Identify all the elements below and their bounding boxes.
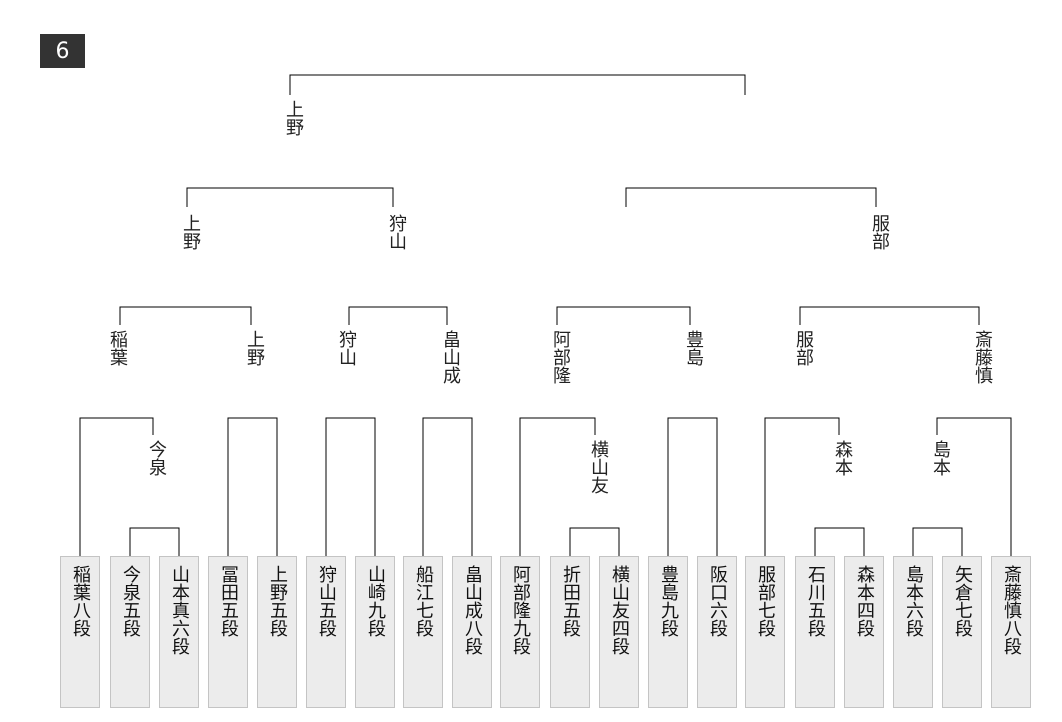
player-box-10: 阿部隆九段 — [500, 556, 540, 708]
r16-winner-4: 島本 — [930, 440, 951, 476]
bracket-line-r1-2 — [569, 527, 620, 556]
bracket-line-r16-5 — [519, 417, 596, 556]
player-box-9: 畠山成八段 — [452, 556, 492, 708]
player-box-3: 山本真六段 — [159, 556, 199, 708]
player-box-18: 島本六段 — [893, 556, 933, 708]
player-name: 上野五段 — [267, 565, 288, 637]
player-name: 船江七段 — [413, 565, 434, 637]
player-name: 狩山五段 — [316, 565, 337, 637]
player-box-15: 服部七段 — [745, 556, 785, 708]
player-name: 豊島九段 — [658, 565, 679, 637]
semi-winner-4: 服部 — [869, 214, 890, 250]
player-name: 島本六段 — [903, 565, 924, 637]
player-box-12: 横山友四段 — [599, 556, 639, 708]
player-box-4: 冨田五段 — [208, 556, 248, 708]
qf-winner-8: 斎藤慎 — [972, 330, 993, 384]
bracket-line-r1-3 — [814, 527, 865, 556]
player-box-11: 折田五段 — [550, 556, 590, 708]
bracket-line-semi-right — [625, 187, 877, 207]
player-name: 石川五段 — [805, 565, 826, 637]
final-left-winner: 上野 — [283, 100, 304, 136]
bracket-line-r16-8 — [936, 417, 1012, 556]
qf-winner-5: 阿部隆 — [550, 330, 571, 384]
bracket-line-semi-left — [186, 187, 394, 207]
player-box-6: 狩山五段 — [306, 556, 346, 708]
bracket-line-r16-2 — [227, 417, 278, 556]
semi-winner-1: 上野 — [180, 214, 201, 250]
bracket-line-r1-4 — [912, 527, 963, 556]
bracket-line-r1-1 — [129, 527, 180, 556]
semi-winner-2: 狩山 — [386, 214, 407, 250]
player-box-19: 矢倉七段 — [942, 556, 982, 708]
player-box-13: 豊島九段 — [648, 556, 688, 708]
bracket-line-qf-4 — [799, 306, 980, 325]
bracket-line-qf-1 — [119, 306, 252, 325]
bracket-line-qf-3 — [556, 306, 691, 325]
bracket-line-qf-2 — [348, 306, 448, 325]
player-name: 冨田五段 — [218, 565, 239, 637]
player-box-7: 山崎九段 — [355, 556, 395, 708]
bracket-number-badge: 6 — [40, 34, 85, 68]
player-box-1: 稲葉八段 — [60, 556, 100, 708]
qf-winner-3: 狩山 — [336, 330, 357, 366]
qf-winner-6: 豊島 — [683, 330, 704, 366]
player-box-14: 阪口六段 — [697, 556, 737, 708]
qf-winner-4: 畠山成 — [440, 330, 461, 384]
player-box-2: 今泉五段 — [110, 556, 150, 708]
qf-winner-1: 稲葉 — [107, 330, 128, 366]
bracket-line-r16-6 — [667, 417, 718, 556]
qf-winner-2: 上野 — [244, 330, 265, 366]
player-box-8: 船江七段 — [403, 556, 443, 708]
player-name: 阿部隆九段 — [510, 565, 531, 655]
player-box-17: 森本四段 — [844, 556, 884, 708]
r16-winner-1: 今泉 — [146, 440, 167, 476]
r16-winner-2: 横山友 — [588, 440, 609, 494]
r16-winner-3: 森本 — [832, 440, 853, 476]
player-name: 斎藤慎八段 — [1001, 565, 1022, 655]
player-name: 阪口六段 — [707, 565, 728, 637]
player-name: 矢倉七段 — [952, 565, 973, 637]
player-box-20: 斎藤慎八段 — [991, 556, 1031, 708]
player-name: 稲葉八段 — [70, 565, 91, 637]
player-name: 横山友四段 — [609, 565, 630, 655]
bracket-line-r16-3 — [325, 417, 376, 556]
player-name: 山崎九段 — [365, 565, 386, 637]
bracket-line-r16-7 — [764, 417, 840, 556]
player-box-16: 石川五段 — [795, 556, 835, 708]
player-name: 山本真六段 — [169, 565, 190, 655]
player-box-5: 上野五段 — [257, 556, 297, 708]
bracket-line-r16-4 — [422, 417, 473, 556]
player-name: 森本四段 — [854, 565, 875, 637]
player-name: 折田五段 — [560, 565, 581, 637]
player-name: 今泉五段 — [120, 565, 141, 637]
bracket-line-r16-1 — [79, 417, 154, 556]
bracket-line-final — [289, 74, 746, 95]
qf-winner-7: 服部 — [793, 330, 814, 366]
player-name: 畠山成八段 — [462, 565, 483, 655]
player-name: 服部七段 — [755, 565, 776, 637]
